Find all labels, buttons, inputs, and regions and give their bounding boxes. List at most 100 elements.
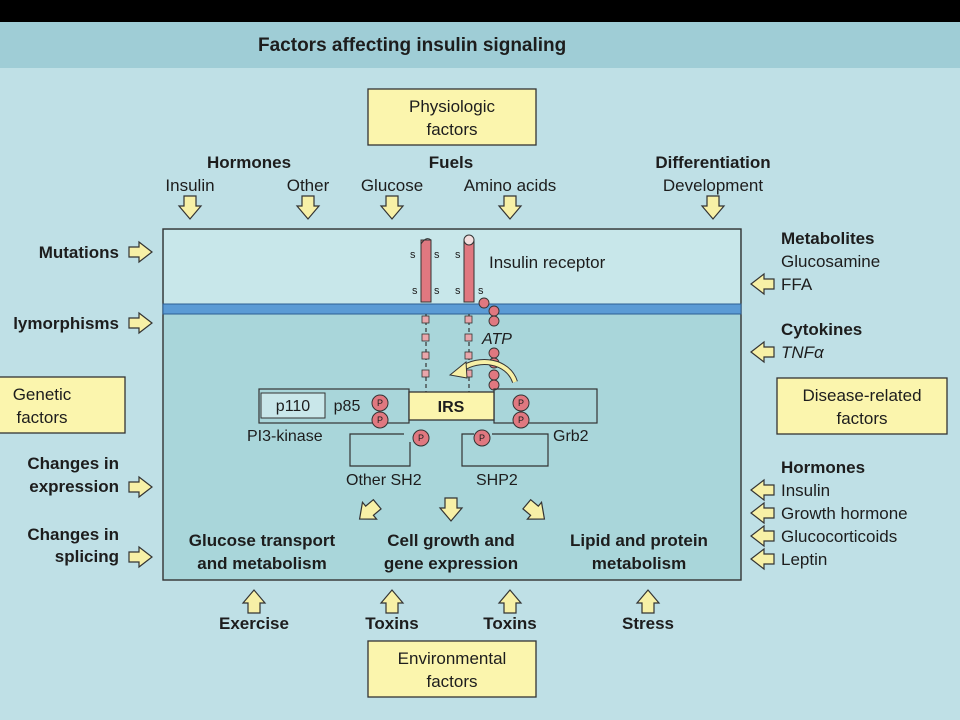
stress-label: Stress (622, 614, 674, 633)
outcome-cell-growth-2: gene expression (384, 554, 518, 573)
growth-hormone-label: Growth hormone (781, 504, 908, 523)
phospho-site (412, 429, 430, 447)
right-hormones-header: Hormones (781, 458, 865, 477)
pi3-kinase-label: PI3-kinase (247, 428, 323, 445)
tnf-alpha-label: TNFα (781, 343, 825, 362)
atp-curved-arrow (460, 360, 517, 383)
environmental-factors-box (367, 640, 537, 698)
expression-label-2: expression (29, 477, 119, 496)
phospho-site (371, 411, 389, 429)
top-black-bar (0, 0, 960, 22)
insulin-receptor: s s s s s s s (410, 234, 500, 392)
genetic-label-1: Genetic (13, 385, 72, 404)
arrow-left-leptin (750, 548, 775, 570)
expression-label-1: Changes in (27, 454, 119, 473)
other-sh2-label: Other SH2 (346, 472, 422, 489)
arrow-down-development (701, 195, 725, 220)
outcome-lipid-1: Lipid and protein (570, 531, 708, 550)
svg-text:s: s (434, 285, 440, 297)
arrow-right-mutations (128, 241, 153, 263)
shp2-frame (461, 433, 549, 467)
arrow-up-exercise (242, 589, 266, 614)
toxins-label-2: Toxins (483, 614, 537, 633)
svg-text:P: P (479, 433, 485, 443)
other-sh2-frame (349, 433, 411, 467)
title-band (0, 22, 960, 68)
svg-text:P: P (518, 398, 524, 408)
arrow-down-insulin (178, 195, 202, 220)
cell-membrane (162, 303, 742, 315)
leptin-label: Leptin (781, 550, 827, 569)
svg-text:s: s (410, 249, 416, 261)
outcome-cell-growth-1: Cell growth and (387, 531, 515, 550)
p110-box (260, 392, 326, 419)
physiologic-factors-box (367, 88, 537, 146)
svg-text:P: P (518, 415, 524, 425)
genetic-label-2: factors (16, 408, 67, 427)
arrow-right-polymorphisms (128, 312, 153, 334)
p110-label: p110 (276, 398, 311, 415)
exercise-label: Exercise (219, 614, 289, 633)
arrow-right-splicing (128, 546, 153, 568)
svg-text:s: s (455, 249, 461, 261)
irs-box (408, 391, 495, 421)
metabolites-header: Metabolites (781, 229, 875, 248)
phospho-site (512, 411, 530, 429)
glucose-label: Glucose (361, 176, 423, 195)
environmental-label-2: factors (426, 672, 477, 691)
top-other-label: Other (287, 176, 330, 195)
svg-text:P: P (377, 398, 383, 408)
arrow-down-glucose (380, 195, 404, 220)
outcome-glucose-1: Glucose transport (189, 531, 336, 550)
svg-text:s: s (412, 285, 418, 297)
ffa-label: FFA (781, 275, 813, 294)
top-insulin-label: Insulin (165, 176, 214, 195)
diagram-title: Factors affecting insulin signaling (258, 35, 566, 56)
svg-text:s: s (478, 285, 484, 297)
arrow-left-tnf (750, 341, 775, 363)
environmental-label-1: Environmental (398, 649, 507, 668)
arrow-left-glucocorticoids (750, 525, 775, 547)
extracellular-region (164, 230, 740, 309)
amino-acids-label: Amino acids (464, 176, 557, 195)
svg-text:P: P (418, 433, 424, 443)
phospho-site (473, 429, 491, 447)
splicing-label-1: Changes in (27, 525, 119, 544)
polymorphisms-label: lymorphisms (13, 314, 119, 333)
insulin-receptor-label: Insulin receptor (489, 253, 606, 272)
arrow-right-expression (128, 476, 153, 498)
svg-text:s: s (455, 285, 461, 297)
cytokines-header: Cytokines (781, 320, 862, 339)
glucocorticoids-label: Glucocorticoids (781, 527, 897, 546)
disease-factors-box (776, 377, 948, 435)
physiologic-label-1: Physiologic (409, 97, 495, 116)
mutations-label: Mutations (39, 243, 119, 262)
arrow-up-toxins-1 (380, 589, 404, 614)
differentiation-header: Differentiation (655, 153, 770, 172)
disease-label-2: factors (836, 409, 887, 428)
atp-arrow-head (448, 360, 468, 379)
right-insulin-label: Insulin (781, 481, 830, 500)
arrow-down-other (296, 195, 320, 220)
phospho-site (371, 394, 389, 412)
genetic-factors-box (0, 376, 126, 434)
phospho-site (512, 394, 530, 412)
irs-label: IRS (438, 399, 465, 416)
arrow-up-stress (636, 589, 660, 614)
arrow-left-growth-hormone (750, 502, 775, 524)
disease-label-1: Disease-related (802, 386, 921, 405)
atp-label: ATP (481, 331, 512, 348)
svg-text:P: P (377, 415, 383, 425)
development-label: Development (663, 176, 763, 195)
grb2-label: Grb2 (553, 428, 589, 445)
fuels-header: Fuels (429, 153, 473, 172)
outcome-lipid-2: metabolism (592, 554, 686, 573)
physiologic-label-2: factors (426, 120, 477, 139)
shp2-label: SHP2 (476, 472, 518, 489)
outcome-glucose-2: and metabolism (197, 554, 326, 573)
arrow-left-ffa (750, 273, 775, 295)
p85-label: p85 (334, 398, 361, 415)
arrow-left-insulin (750, 479, 775, 501)
arrow-down-amino-acids (498, 195, 522, 220)
